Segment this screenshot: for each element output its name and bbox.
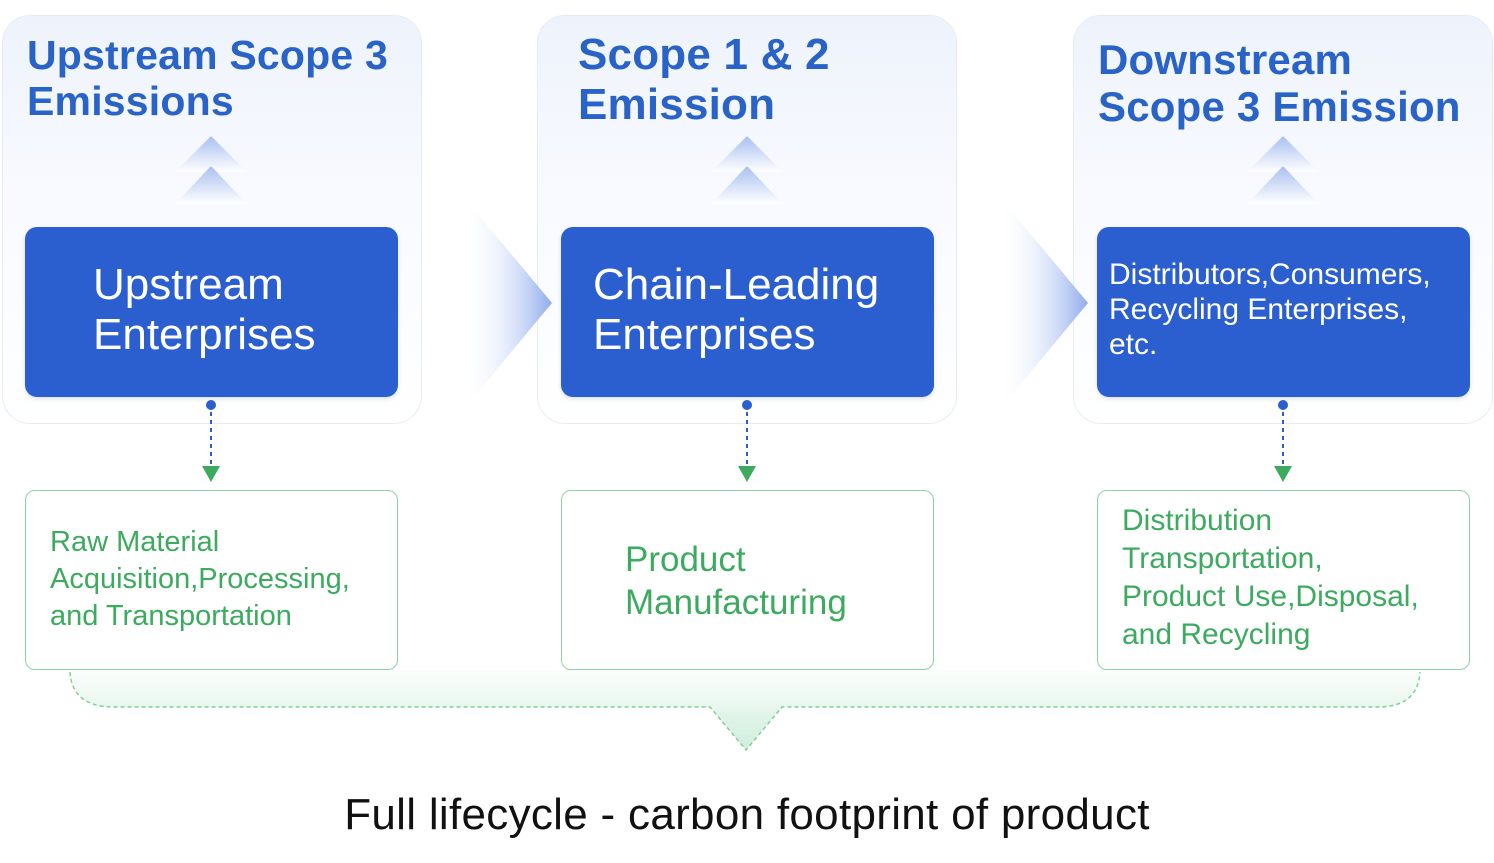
- diagram-caption: Full lifecycle - carbon footprint of pro…: [344, 790, 1150, 839]
- stage-distribution-use-recycling: Distribution Transportation, Product Use…: [1097, 490, 1470, 670]
- double-chevron-up-icon: [711, 136, 783, 204]
- chevron-right-icon: [462, 195, 552, 411]
- dashed-arrow-down-icon: [738, 400, 756, 482]
- stage-raw-material: Raw Material Acquisition,Processing, and…: [25, 490, 398, 670]
- entity-distributors-consumers-recyclers: Distributors,Consumers, Recycling Enterp…: [1097, 227, 1470, 397]
- double-chevron-up-icon: [1247, 136, 1319, 204]
- dashed-arrow-down-icon: [1274, 400, 1292, 482]
- panel-title-scope-1-2: Scope 1 & 2 Emission: [578, 30, 830, 129]
- double-chevron-up-icon: [175, 136, 247, 204]
- stage-product-manufacturing: Product Manufacturing: [561, 490, 934, 670]
- panel-title-upstream-scope-3: Upstream Scope 3 Emissions: [27, 32, 388, 124]
- chevron-right-icon: [998, 195, 1088, 411]
- dashed-arrow-down-icon: [202, 400, 220, 482]
- entity-upstream-enterprises: Upstream Enterprises: [25, 227, 398, 397]
- entity-chain-leading-enterprises: Chain-Leading Enterprises: [561, 227, 934, 397]
- panel-title-downstream-scope-3: Downstream Scope 3 Emission: [1098, 36, 1461, 130]
